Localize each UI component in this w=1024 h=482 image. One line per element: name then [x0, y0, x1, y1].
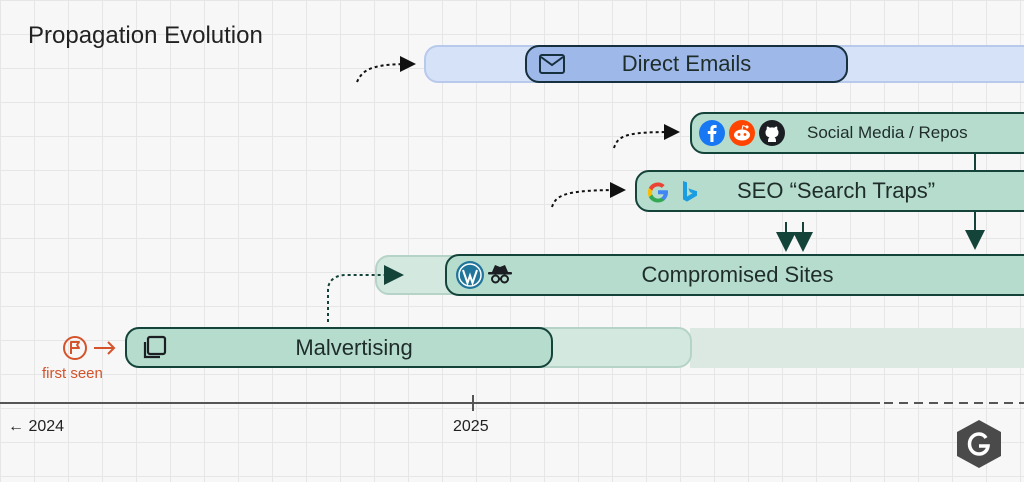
seo-bar: SEO “Search Traps”	[635, 170, 1024, 212]
malvertising-fade-track	[690, 328, 1024, 368]
diagram-title: Propagation Evolution	[28, 22, 263, 49]
malvertising-label: Malvertising	[295, 334, 413, 360]
copy-windows-icon	[140, 334, 168, 362]
connector-to-seo	[551, 182, 626, 208]
compromised-bar: Compromised Sites	[445, 254, 1024, 296]
wordpress-icon	[455, 260, 485, 290]
brand-logo-icon	[952, 418, 1006, 470]
reddit-icon	[728, 119, 756, 147]
malvertising-bar: Malvertising	[125, 327, 553, 368]
direct-emails-bar: Direct Emails	[525, 45, 848, 83]
envelope-icon	[538, 53, 566, 75]
timeline-start-label: ← 2024	[8, 418, 65, 435]
spy-icon	[486, 262, 514, 286]
seo-label: SEO “Search Traps”	[737, 178, 936, 203]
timeline-tick-label: 2025	[453, 418, 489, 435]
first-seen-arrow-icon	[92, 338, 118, 358]
bing-icon	[678, 178, 702, 206]
connector-to-direct-emails	[356, 56, 416, 83]
compromised-label: Compromised Sites	[641, 262, 834, 287]
connector-to-compromised	[327, 265, 404, 322]
social-media-label: Social Media / Repos	[807, 123, 968, 142]
direct-emails-label: Direct Emails	[621, 51, 752, 76]
facebook-icon	[698, 119, 726, 147]
connector-to-social-media	[613, 124, 680, 149]
github-icon	[758, 119, 786, 147]
flag-icon	[62, 335, 88, 361]
first-seen-label: first seen	[42, 365, 103, 382]
google-icon	[644, 178, 672, 206]
